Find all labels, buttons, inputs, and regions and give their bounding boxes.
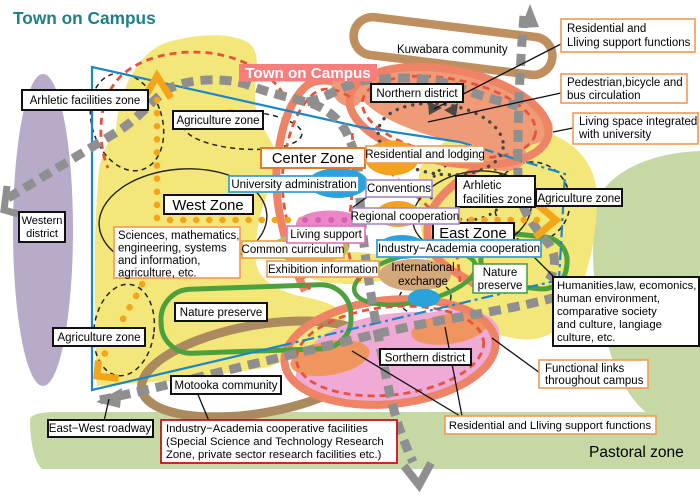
svg-text:Center Zone: Center Zone xyxy=(272,151,354,167)
svg-text:and information,: and information, xyxy=(118,255,200,267)
svg-text:Humanities,law, ecomonics,: Humanities,law, ecomonics, xyxy=(557,280,696,292)
svg-text:(Special Science and Technolog: (Special Science and Technology Research xyxy=(166,436,384,448)
svg-text:University administration: University administration xyxy=(231,179,356,191)
svg-text:district: district xyxy=(26,228,58,240)
svg-text:Industry−Academia cooperation: Industry−Academia cooperation xyxy=(378,243,540,255)
svg-text:Agriculture zone: Agriculture zone xyxy=(537,193,620,205)
svg-text:Town on Campus: Town on Campus xyxy=(13,8,156,28)
svg-text:Industry−Academia cooperative: Industry−Academia cooperative facilities xyxy=(166,423,368,435)
svg-text:Arhletic: Arhletic xyxy=(463,180,502,192)
svg-text:Common curriculum: Common curriculum xyxy=(242,244,345,256)
svg-text:Residential and lodging: Residential and lodging xyxy=(365,149,485,161)
svg-text:preserve: preserve xyxy=(478,280,523,292)
svg-text:Conventions: Conventions xyxy=(367,183,431,195)
svg-text:Nature preserve: Nature preserve xyxy=(180,307,262,319)
svg-text:Exhibition information: Exhibition information xyxy=(268,264,378,276)
svg-text:West Zone: West Zone xyxy=(172,198,243,214)
svg-text:Regional cooperation: Regional cooperation xyxy=(351,211,460,223)
svg-text:Sorthern district: Sorthern district xyxy=(385,353,466,365)
svg-text:with university: with university xyxy=(578,129,651,141)
svg-text:Nature: Nature xyxy=(483,267,518,279)
svg-text:Arhletic facilities zone: Arhletic facilities zone xyxy=(30,95,141,107)
svg-text:facilities zone: facilities zone xyxy=(463,194,532,206)
svg-text:East−West roadway: East−West roadway xyxy=(49,423,152,435)
svg-text:human environment,: human environment, xyxy=(557,293,660,305)
svg-text:Sciences, mathematics,: Sciences, mathematics, xyxy=(118,230,239,242)
svg-text:Lliving support functions: Lliving support functions xyxy=(567,37,691,49)
svg-text:East Zone: East Zone xyxy=(439,226,506,242)
svg-text:Pastoral zone: Pastoral zone xyxy=(589,444,684,461)
svg-text:exchange: exchange xyxy=(398,276,448,288)
svg-text:Residential and: Residential and xyxy=(567,23,646,35)
svg-text:comparative society: comparative society xyxy=(557,306,657,318)
svg-text:Northern district: Northern district xyxy=(376,88,458,100)
svg-text:Residential and Lliving suppor: Residential and Lliving support function… xyxy=(449,420,652,432)
svg-text:Town on Campus: Town on Campus xyxy=(245,65,370,82)
svg-text:Motooka community: Motooka community xyxy=(175,380,278,392)
svg-text:and culture, langiage: and culture, langiage xyxy=(557,319,662,331)
svg-text:International: International xyxy=(391,262,454,274)
svg-text:Living space integrated: Living space integrated xyxy=(579,116,697,128)
svg-text:culture, etc.: culture, etc. xyxy=(557,332,615,344)
svg-text:agriculture, etc.: agriculture, etc. xyxy=(118,268,197,280)
svg-text:bus circulation: bus circulation xyxy=(567,90,641,102)
svg-text:Agriculture zone: Agriculture zone xyxy=(57,332,140,344)
svg-text:throughout campus: throughout campus xyxy=(545,375,644,387)
svg-text:Pedestrian,bicycle and: Pedestrian,bicycle and xyxy=(567,77,683,89)
svg-text:Agriculture zone: Agriculture zone xyxy=(176,115,259,127)
svg-text:Functional links: Functional links xyxy=(545,363,625,375)
svg-text:Kuwabara community: Kuwabara community xyxy=(397,44,508,56)
svg-text:Living support: Living support xyxy=(290,229,362,241)
svg-text:engineering, systems: engineering, systems xyxy=(118,243,227,255)
svg-text:Western: Western xyxy=(22,215,63,227)
svg-text:Zone, private sector research: Zone, private sector research facilities… xyxy=(166,449,382,461)
